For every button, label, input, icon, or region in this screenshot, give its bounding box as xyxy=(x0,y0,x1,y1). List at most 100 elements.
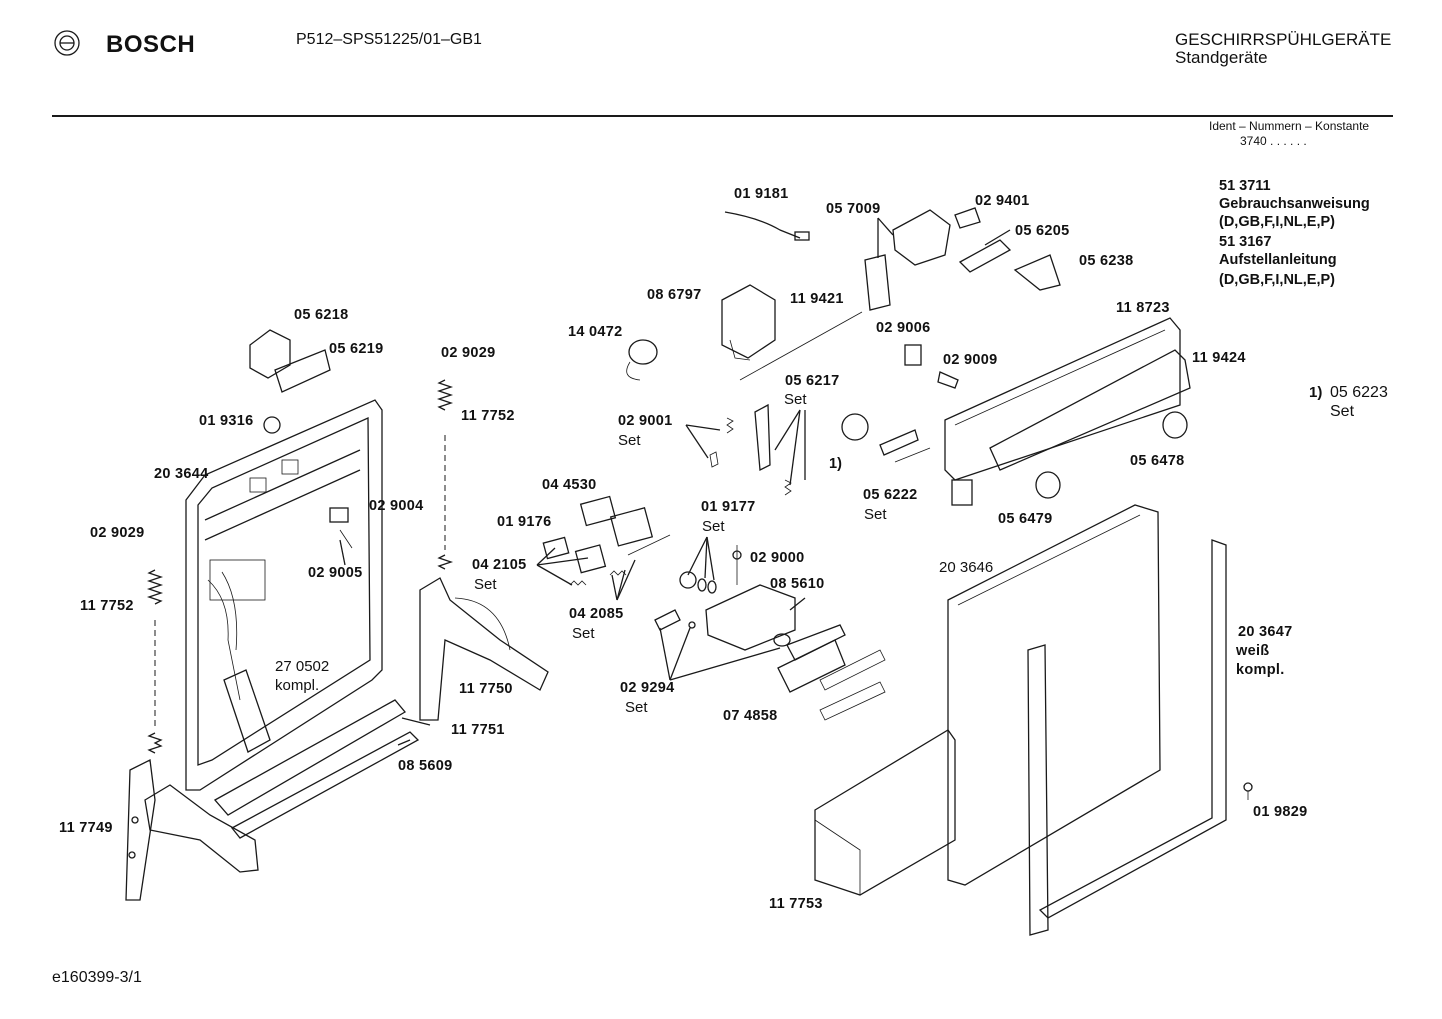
indicator-lenses xyxy=(542,495,671,586)
footnote-note: Set xyxy=(1330,403,1355,420)
part-label: 20 3647 xyxy=(1238,624,1293,640)
control-panel xyxy=(944,317,1191,506)
footnote-part: 05 6223 xyxy=(1330,384,1388,401)
door-bracket xyxy=(419,577,549,721)
kickplate xyxy=(814,729,956,896)
part-label: 02 9006 xyxy=(876,320,931,336)
part-label-plain: 20 3646 xyxy=(939,559,994,576)
leader-lines xyxy=(339,217,1011,746)
part-label: 05 6479 xyxy=(998,511,1053,527)
part-label: 01 9829 xyxy=(1253,804,1308,820)
door-lock-assembly xyxy=(864,207,1061,311)
side-frame xyxy=(1027,539,1227,936)
part-label-note: kompl. xyxy=(275,677,320,694)
switch-set xyxy=(841,413,931,463)
part-label: 11 7750 xyxy=(459,681,513,697)
connection-cable xyxy=(724,211,810,241)
part-label-note: Set xyxy=(474,576,497,593)
inner-door-frame xyxy=(185,399,383,791)
part-label: 05 6205 xyxy=(1015,223,1070,239)
part-label: 01 9176 xyxy=(497,514,552,530)
brand-name: BOSCH xyxy=(106,31,196,58)
seal-parts xyxy=(654,609,886,721)
doc-languages-1: (D,GB,F,I,NL,E,P) xyxy=(1219,214,1335,230)
part-label: 11 7749 xyxy=(59,820,113,836)
part-label-note: weiß xyxy=(1236,643,1270,659)
part-label: 11 9421 xyxy=(790,291,844,307)
footer-code: e160399-3/1 xyxy=(52,969,142,986)
part-label-note: Set xyxy=(618,432,641,449)
part-label: 02 9294 xyxy=(620,680,675,696)
part-label: 11 7753 xyxy=(769,896,823,912)
part-label: 08 6797 xyxy=(647,287,702,303)
part-label: 11 7752 xyxy=(80,598,134,614)
part-label: 07 4858 xyxy=(723,708,778,724)
pressure-switch-set xyxy=(679,545,742,594)
part-label: 02 9004 xyxy=(369,498,424,514)
footnote-marker: 1) xyxy=(1309,384,1323,401)
part-label-plain: 27 0502 xyxy=(275,658,330,675)
ident-value: 3740 . . . . . . xyxy=(1240,134,1307,148)
switch-parts xyxy=(904,344,959,389)
part-label: 02 9001 xyxy=(618,413,673,429)
part-label: 05 6218 xyxy=(294,307,349,323)
part-label: 11 7752 xyxy=(461,408,515,424)
part-label: 04 2105 xyxy=(472,557,527,573)
part-label: 02 9401 xyxy=(975,193,1030,209)
ident-label: Ident – Nummern – Konstante xyxy=(1209,119,1370,133)
part-label: 05 6222 xyxy=(863,487,918,503)
part-label: 01 9316 xyxy=(199,413,254,429)
outer-door-panel xyxy=(947,504,1161,886)
main-switch xyxy=(705,584,846,661)
part-label: 05 6238 xyxy=(1079,253,1134,269)
doc-languages-2: (D,GB,F,I,NL,E,P) xyxy=(1219,272,1335,288)
doc-title-1: Gebrauchsanweisung xyxy=(1219,196,1370,212)
part-label: 02 9029 xyxy=(90,525,145,541)
part-label: 02 9029 xyxy=(441,345,496,361)
door-springs xyxy=(146,379,454,754)
doc-title-2: Aufstellanleitung xyxy=(1219,252,1337,268)
part-label: 20 3644 xyxy=(154,466,209,482)
part-label: 04 4530 xyxy=(542,477,597,493)
part-label: 05 6478 xyxy=(1130,453,1185,469)
part-label: 02 9005 xyxy=(308,565,363,581)
part-label: 05 6219 xyxy=(329,341,384,357)
part-label: 11 7751 xyxy=(451,722,505,738)
part-label: 04 2085 xyxy=(569,606,624,622)
door-bottom-trim xyxy=(213,699,420,839)
door-latch-catch xyxy=(249,329,331,434)
category-subtitle: Standgeräte xyxy=(1175,48,1268,67)
part-label: 14 0472 xyxy=(568,324,623,340)
part-label: 02 9000 xyxy=(750,550,805,566)
part-label-note: Set xyxy=(625,699,648,716)
part-label: 08 5609 xyxy=(398,758,453,774)
doc-number-2: 51 3167 xyxy=(1219,234,1272,250)
part-label-note: Set xyxy=(784,391,807,408)
category-title: GESCHIRRSPÜHLGERÄTE xyxy=(1175,30,1392,49)
footnote-reference: 1) xyxy=(829,456,842,472)
program-timer xyxy=(721,284,863,381)
part-label: 05 6217 xyxy=(785,373,840,389)
screw xyxy=(1243,782,1253,800)
spring-set xyxy=(709,403,792,496)
part-label: 01 9181 xyxy=(734,186,789,202)
control-knobs xyxy=(1035,411,1188,499)
latch-clip xyxy=(329,507,353,549)
part-label: 11 9424 xyxy=(1192,350,1246,366)
doc-number-1: 51 3711 xyxy=(1219,178,1271,194)
part-label: 01 9177 xyxy=(701,499,756,515)
part-label: 02 9009 xyxy=(943,352,998,368)
model-number: P512–SPS51225/01–GB1 xyxy=(296,31,482,48)
selector-knob xyxy=(626,339,658,381)
part-label-note: Set xyxy=(864,506,887,523)
part-label: 05 7009 xyxy=(826,201,881,217)
door-hinge xyxy=(125,759,259,901)
part-label-note: Set xyxy=(572,625,595,642)
part-label: 11 8723 xyxy=(1116,300,1170,316)
part-label: 08 5610 xyxy=(770,576,825,592)
part-label-note: Set xyxy=(702,518,725,535)
part-label-note: kompl. xyxy=(1236,662,1285,678)
bosch-logo-icon xyxy=(54,30,80,56)
